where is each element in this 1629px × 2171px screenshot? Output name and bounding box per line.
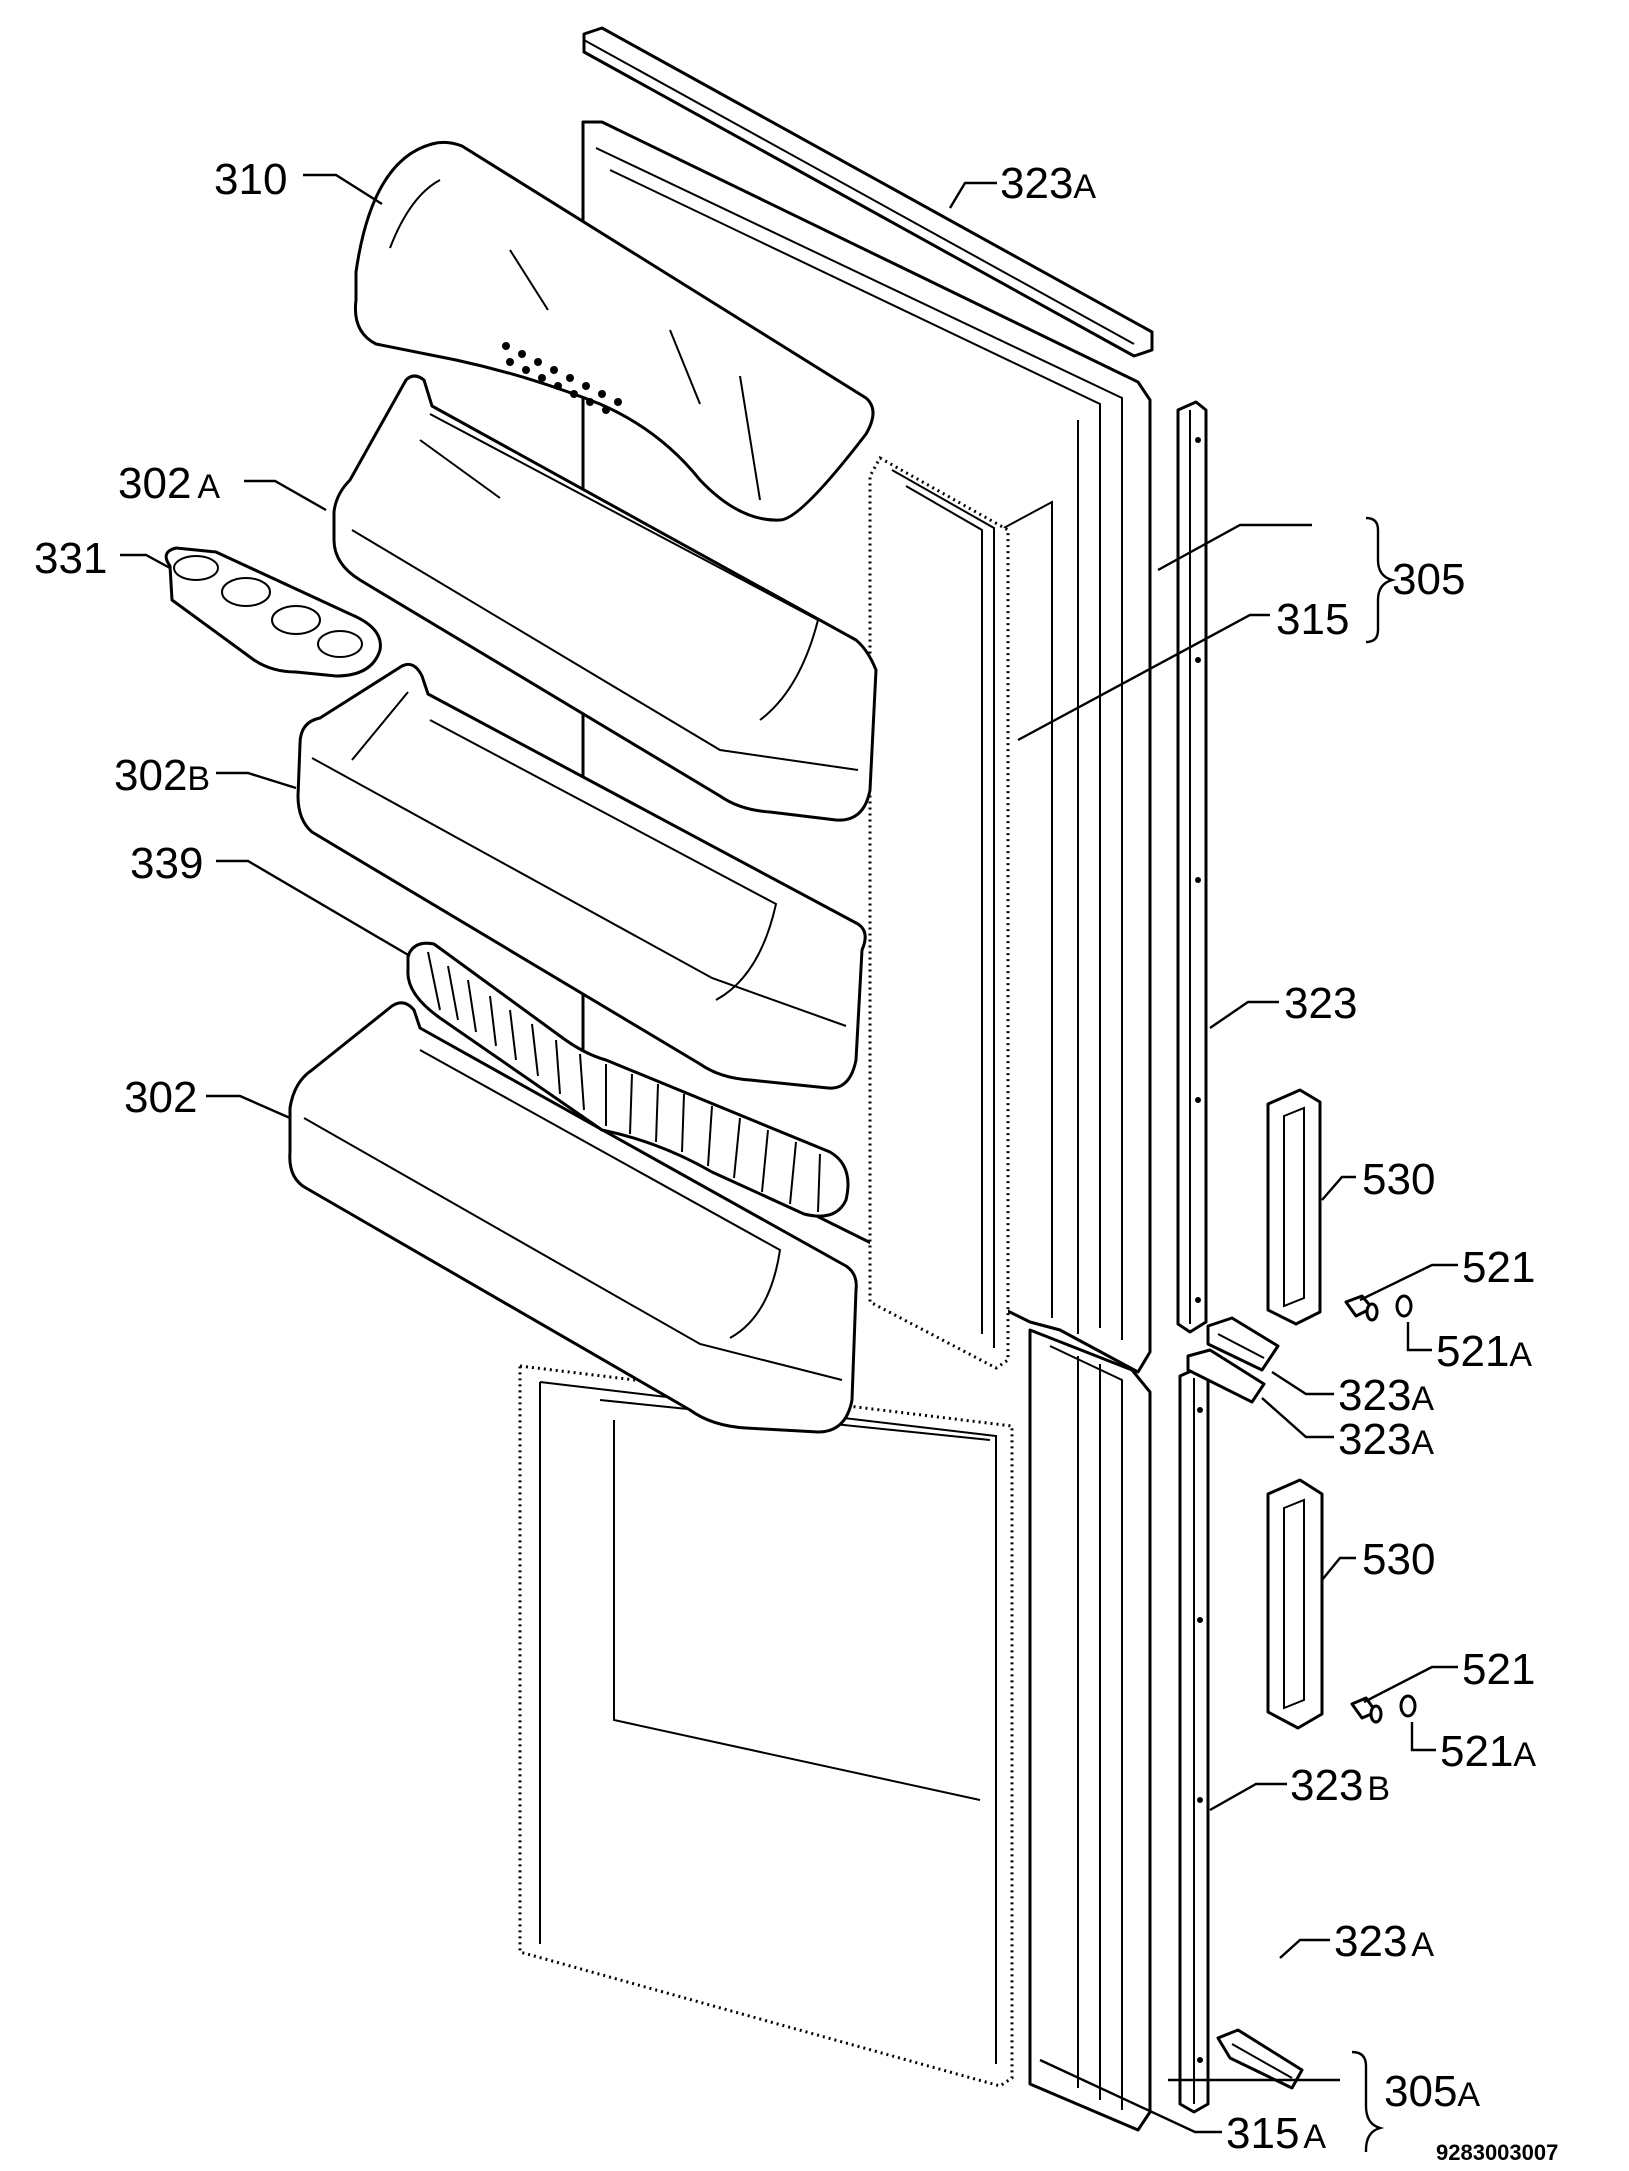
part-530-upper-handle <box>1266 1088 1322 1326</box>
part-323a-bracket-1 <box>1206 1316 1280 1372</box>
label-302: 302 <box>124 1073 197 1122</box>
part-521a-upper-washer <box>1395 1294 1413 1318</box>
part-323a-top-trim <box>582 26 1154 358</box>
part-521a-lower-washer <box>1399 1694 1417 1718</box>
label-305: 305 <box>1392 555 1465 604</box>
label-323: 323 <box>1284 979 1357 1028</box>
label-323a-mid1: 323A <box>1338 1371 1434 1420</box>
part-302a-upper-shelf <box>332 374 878 822</box>
part-530-lower-handle <box>1266 1478 1324 1730</box>
part-339-ribbed-insert <box>406 941 850 1218</box>
part-302b-middle-shelf <box>296 662 867 1090</box>
label-521a-bottom: 521A <box>1440 1727 1536 1776</box>
drawing-number: 9283003007 <box>1436 2140 1558 2165</box>
lower-door-inner-panel <box>1028 1328 1152 2132</box>
label-315: 315 <box>1276 595 1349 644</box>
label-323a-top: 323A <box>1000 159 1096 208</box>
label-521-top: 521 <box>1462 1243 1535 1292</box>
part-323b-lower-rail <box>1178 1366 1210 2114</box>
brace-305a <box>1351 2050 1385 2152</box>
part-302-lower-shelf <box>288 1001 858 1434</box>
lower-door-gasket <box>518 1364 1014 2088</box>
label-331: 331 <box>34 534 107 583</box>
part-521-upper-screw <box>1344 1294 1379 1322</box>
label-521a-top: 521A <box>1436 1327 1532 1376</box>
label-305a: 305A <box>1384 2067 1480 2116</box>
part-323a-bracket-2 <box>1186 1348 1266 1404</box>
brace-305 <box>1365 516 1397 644</box>
label-302b: 302B <box>114 751 210 800</box>
part-521-lower-screw <box>1350 1696 1383 1724</box>
label-521-bottom: 521 <box>1462 1645 1535 1694</box>
part-310-flap-lid <box>353 140 875 522</box>
part-331-egg-tray <box>164 546 382 678</box>
label-530-top: 530 <box>1362 1155 1435 1204</box>
label-310: 310 <box>214 155 287 204</box>
label-323a-mid2: 323A <box>1338 1415 1434 1464</box>
leader-lines <box>120 173 1458 2134</box>
label-339: 339 <box>130 839 203 888</box>
label-530-bottom: 530 <box>1362 1535 1435 1584</box>
upper-door-gasket <box>868 455 1010 1370</box>
part-323-upper-rail <box>1176 400 1208 1334</box>
